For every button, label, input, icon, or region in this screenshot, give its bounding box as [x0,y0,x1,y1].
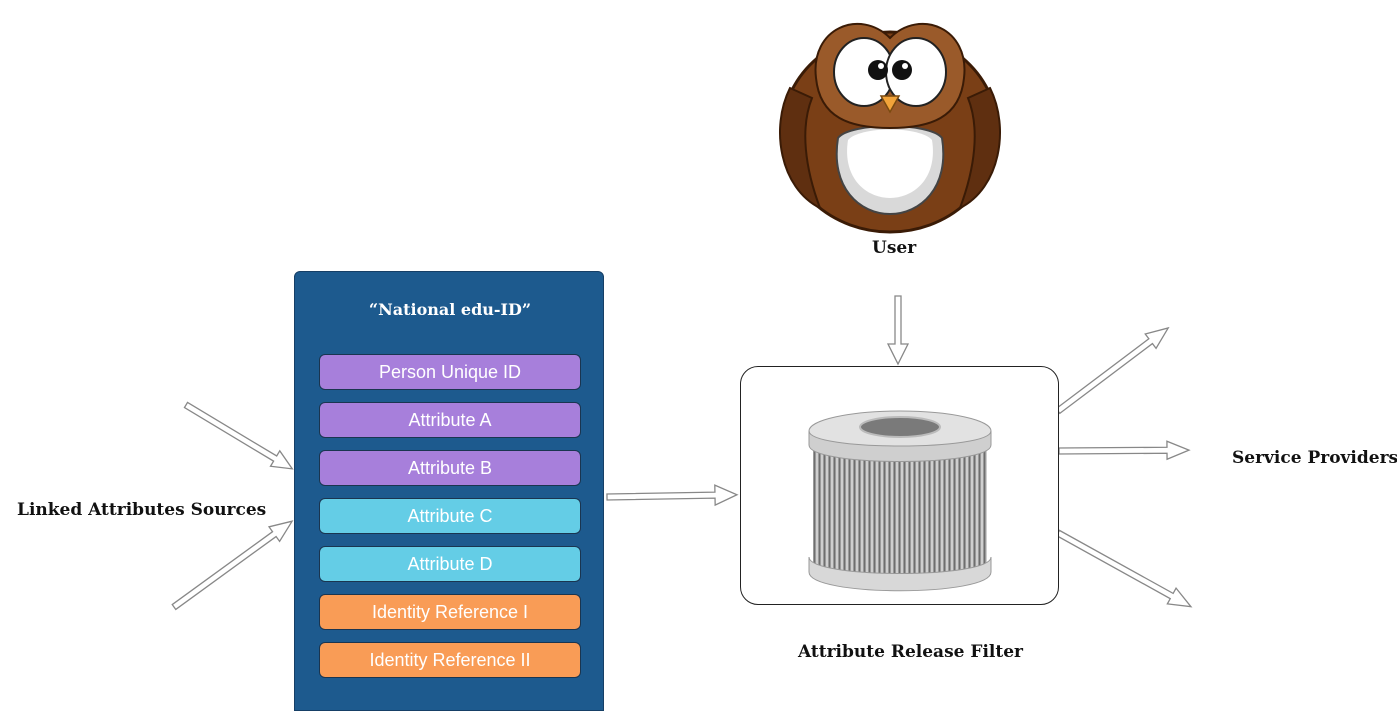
arrow-source-2 [171,520,294,611]
attribute-a: Attribute A [319,402,581,438]
user-label: User [872,238,917,258]
filter-label: Attribute Release Filter [798,642,1023,662]
attribute-d: Attribute D [319,546,581,582]
arrow-eduid-to-filter [606,484,739,507]
filter-cartridge-icon [808,410,992,592]
service-providers-label: Service Providers [1232,448,1397,468]
identity-reference-1: Identity Reference I [319,594,581,630]
arrow-filter-to-sp-1 [1055,326,1170,415]
arrow-filter-to-sp-2 [1058,440,1191,461]
identity-reference-2: Identity Reference II [319,642,581,678]
linked-sources-label: Linked Attributes Sources [17,500,267,520]
attribute-release-filter-box [740,366,1059,605]
arrow-user-to-filter [886,295,910,366]
arrow-filter-to-sp-3 [1055,529,1193,608]
attribute-person-unique-id: Person Unique ID [319,354,581,390]
arrow-source-1 [183,401,294,470]
attribute-b: Attribute B [319,450,581,486]
eduid-box: “National edu-ID” Person Unique ID Attri… [294,271,604,711]
eduid-title: “National edu-ID” [368,300,532,319]
attribute-c: Attribute C [319,498,581,534]
